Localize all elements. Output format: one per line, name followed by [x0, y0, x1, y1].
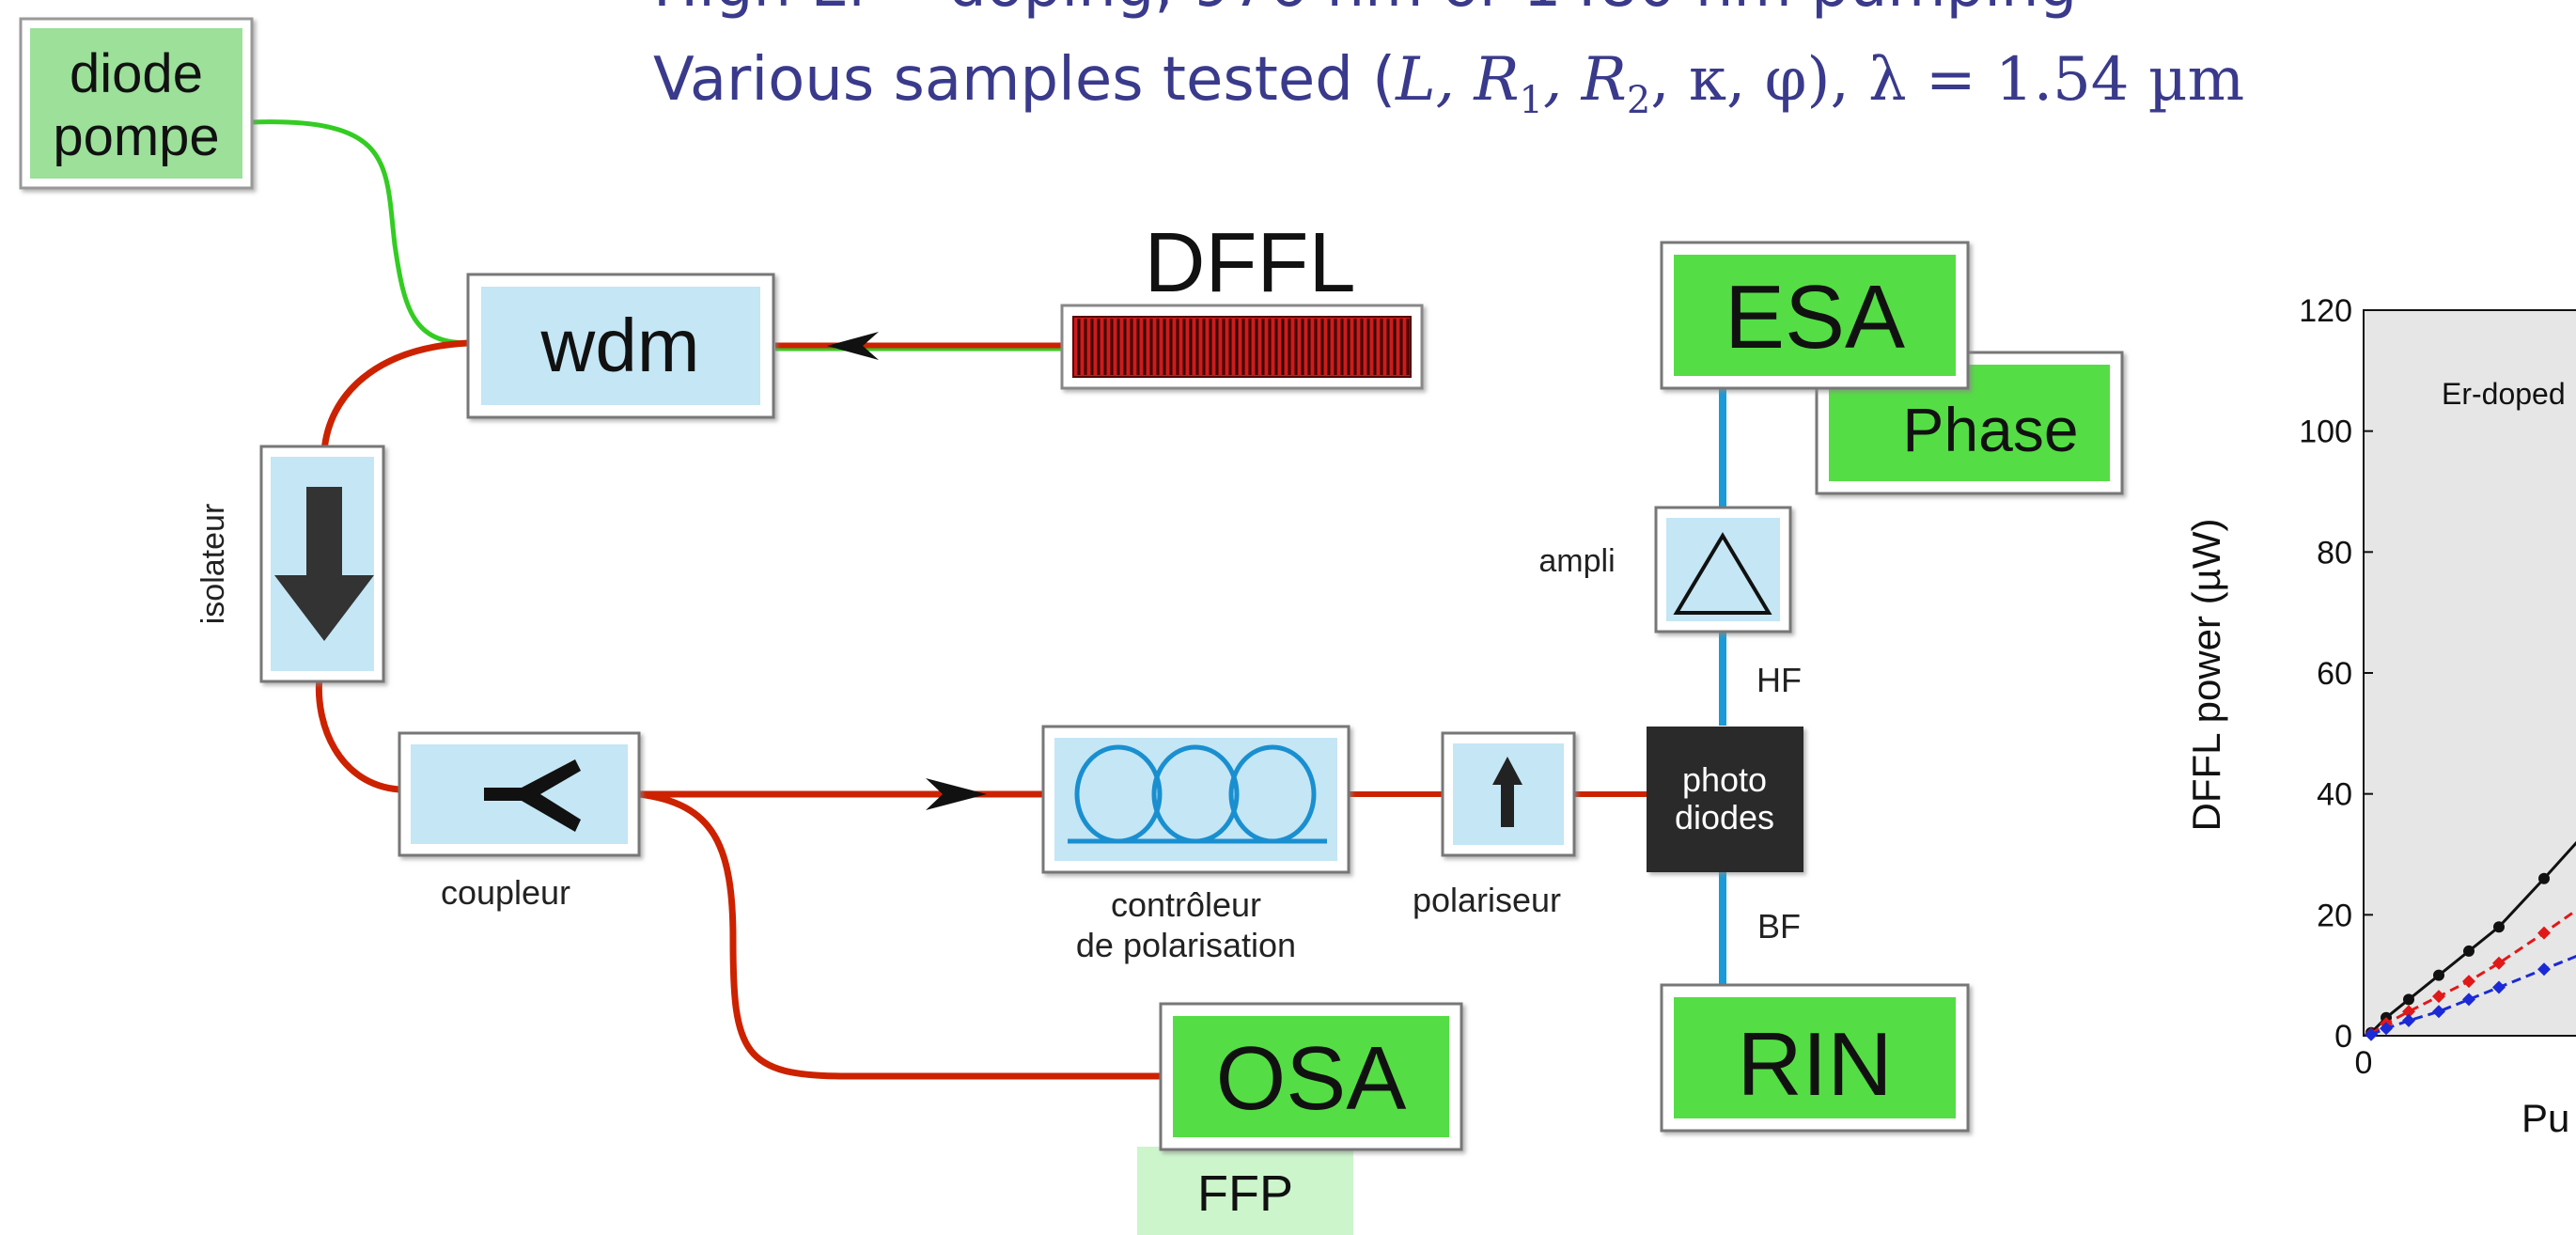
y-tick-label: 120	[2299, 293, 2352, 329]
data-point	[2432, 990, 2445, 1004]
photodiodes-label-1: photo	[1682, 760, 1767, 799]
esa-label: ESA	[1725, 267, 1905, 367]
chart-plot-area	[2363, 309, 2576, 1037]
isolator-label: isolateur	[195, 504, 231, 625]
fiber-wdm-isolator	[320, 339, 469, 452]
arrow-down-icon	[274, 487, 374, 641]
arrow-right-icon	[926, 778, 987, 810]
pump-diode[interactable]	[19, 17, 254, 190]
data-point	[2402, 1013, 2415, 1027]
photodiodes-label-2: diodes	[1675, 798, 1774, 836]
y-tick-label: 0	[2334, 1019, 2352, 1055]
header-line-2: Various samples tested (L, R1, R2, κ, φ)…	[653, 45, 2245, 122]
data-point	[2492, 980, 2506, 994]
data-point	[2462, 975, 2475, 989]
data-point	[2403, 993, 2414, 1006]
y-tick-label: 20	[2317, 898, 2352, 933]
osa-box[interactable]	[1159, 1002, 1463, 1151]
data-point	[2433, 969, 2444, 981]
y-tick-label: 60	[2317, 656, 2352, 692]
data-point	[2462, 993, 2475, 1007]
coupler-symbol-icon	[484, 759, 581, 832]
fiber-isolator-coupler	[315, 676, 400, 793]
pump-fiber	[251, 119, 469, 346]
ffp-box[interactable]	[1137, 1147, 1353, 1235]
data-point	[2537, 926, 2551, 940]
rin-label: RIN	[1737, 1014, 1892, 1115]
chart-x-axis-label: Pu	[2521, 1096, 2569, 1140]
ampli-label: ampli	[1538, 543, 1615, 579]
x-tick-label: 0	[2355, 1045, 2373, 1081]
photodiodes-box[interactable]	[1647, 727, 1803, 872]
data-point	[2492, 956, 2506, 970]
chart-annotation: Er-doped	[2442, 377, 2566, 411]
pump-label-1: diode	[70, 43, 203, 104]
y-tick-label: 80	[2317, 535, 2352, 571]
arrow-left-icon	[827, 332, 879, 360]
osa-label: OSA	[1216, 1028, 1407, 1129]
y-tick-label: 40	[2317, 777, 2352, 813]
wdm-box[interactable]	[466, 273, 775, 419]
arrow-up-icon	[1492, 757, 1522, 827]
data-point	[2402, 1005, 2415, 1019]
hf-label: HF	[1756, 661, 1802, 699]
esa-box[interactable]	[1660, 241, 1970, 390]
chart-y-axis-label: DFFL power (µW)	[2184, 519, 2228, 832]
data-point	[2365, 1027, 2378, 1041]
wdm-label: wdm	[540, 304, 700, 387]
dffl-fiber-laser[interactable]	[1060, 304, 1424, 390]
pump-label-2: pompe	[53, 106, 219, 167]
triangle-icon	[1673, 532, 1772, 615]
ffp-label: FFP	[1197, 1165, 1293, 1222]
data-point	[2537, 962, 2551, 977]
bf-label: BF	[1757, 907, 1801, 946]
fiber-coupler-osa	[638, 790, 1161, 1080]
data-point	[2380, 1022, 2393, 1036]
coupler-label: coupleur	[441, 873, 570, 912]
data-point	[2493, 921, 2505, 933]
rin-box[interactable]	[1660, 983, 1970, 1133]
fiber-loops-icon	[1068, 744, 1327, 844]
header-line-1: High Er³⁺ doping, 976 nm or 1480 nm pump…	[653, 0, 2077, 21]
controller-label-1: contrôleur	[1111, 885, 1261, 924]
dffl-label: DFFL	[1145, 216, 1356, 310]
controller-label-2: de polarisation	[1076, 926, 1296, 964]
polarizer-label: polariseur	[1413, 881, 1561, 919]
phase-label: Phase	[1902, 395, 2078, 464]
y-tick-label: 100	[2299, 414, 2352, 450]
data-point	[2538, 872, 2550, 884]
data-point	[2463, 945, 2475, 957]
data-point	[2432, 1005, 2445, 1019]
